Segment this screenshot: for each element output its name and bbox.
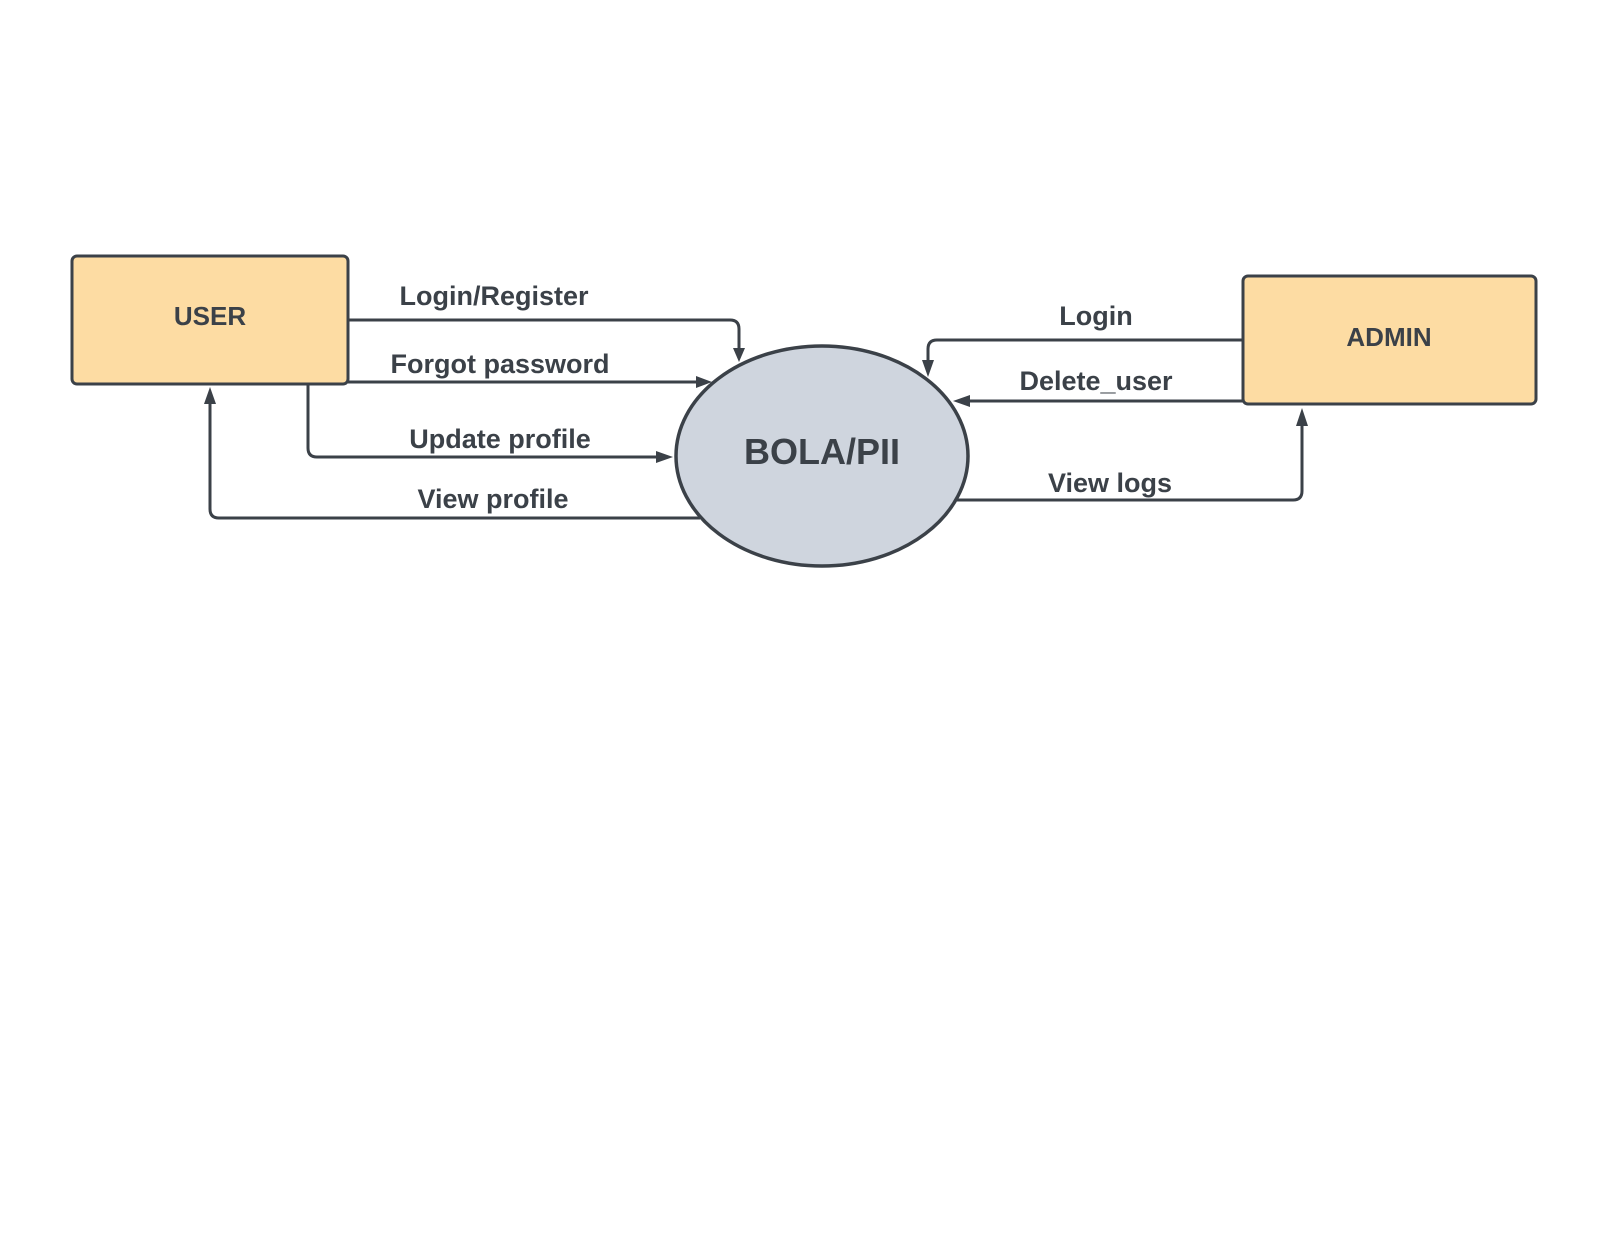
flow-login-register[interactable]: Login/Register — [348, 281, 745, 362]
login-register-label: Login/Register — [399, 281, 589, 311]
flow-delete-user[interactable]: Delete_user — [953, 366, 1243, 407]
admin-entity-label: ADMIN — [1346, 322, 1431, 352]
user-entity[interactable]: USER — [70, 254, 350, 386]
flow-view-profile[interactable]: View profile — [204, 387, 700, 520]
view-logs-label: View logs — [1048, 468, 1172, 498]
view-logs-line — [957, 424, 1304, 502]
bola-pii-process[interactable]: BOLA/PII — [674, 344, 970, 568]
flow-view-logs[interactable]: View logs — [957, 408, 1308, 502]
user-entity-label: USER — [174, 301, 246, 331]
flow-forgot-password[interactable]: Forgot password — [348, 349, 712, 388]
forgot-password-label: Forgot password — [390, 349, 609, 379]
forgot-password-arrowhead — [696, 376, 712, 388]
delete-user-label: Delete_user — [1019, 366, 1173, 396]
flow-update-profile[interactable]: Update profile — [306, 384, 673, 463]
process-ellipse — [674, 344, 970, 568]
delete-user-arrowhead — [953, 395, 970, 407]
login-register-line — [348, 318, 741, 350]
admin-login-line — [926, 338, 1243, 362]
login-register-arrowhead — [733, 348, 745, 362]
admin-entity[interactable]: ADMIN — [1241, 274, 1538, 406]
process-label: BOLA/PII — [744, 431, 900, 472]
update-profile-line — [306, 384, 658, 459]
admin-login-arrowhead — [922, 360, 934, 377]
view-profile-arrowhead — [204, 387, 216, 404]
update-profile-label: Update profile — [409, 424, 591, 454]
admin-login-label: Login — [1059, 301, 1132, 331]
update-profile-arrowhead — [656, 451, 673, 463]
view-logs-arrowhead — [1296, 408, 1308, 426]
view-profile-label: View profile — [417, 484, 568, 514]
view-profile-line — [208, 402, 700, 520]
flow-admin-login[interactable]: Login — [922, 301, 1243, 377]
